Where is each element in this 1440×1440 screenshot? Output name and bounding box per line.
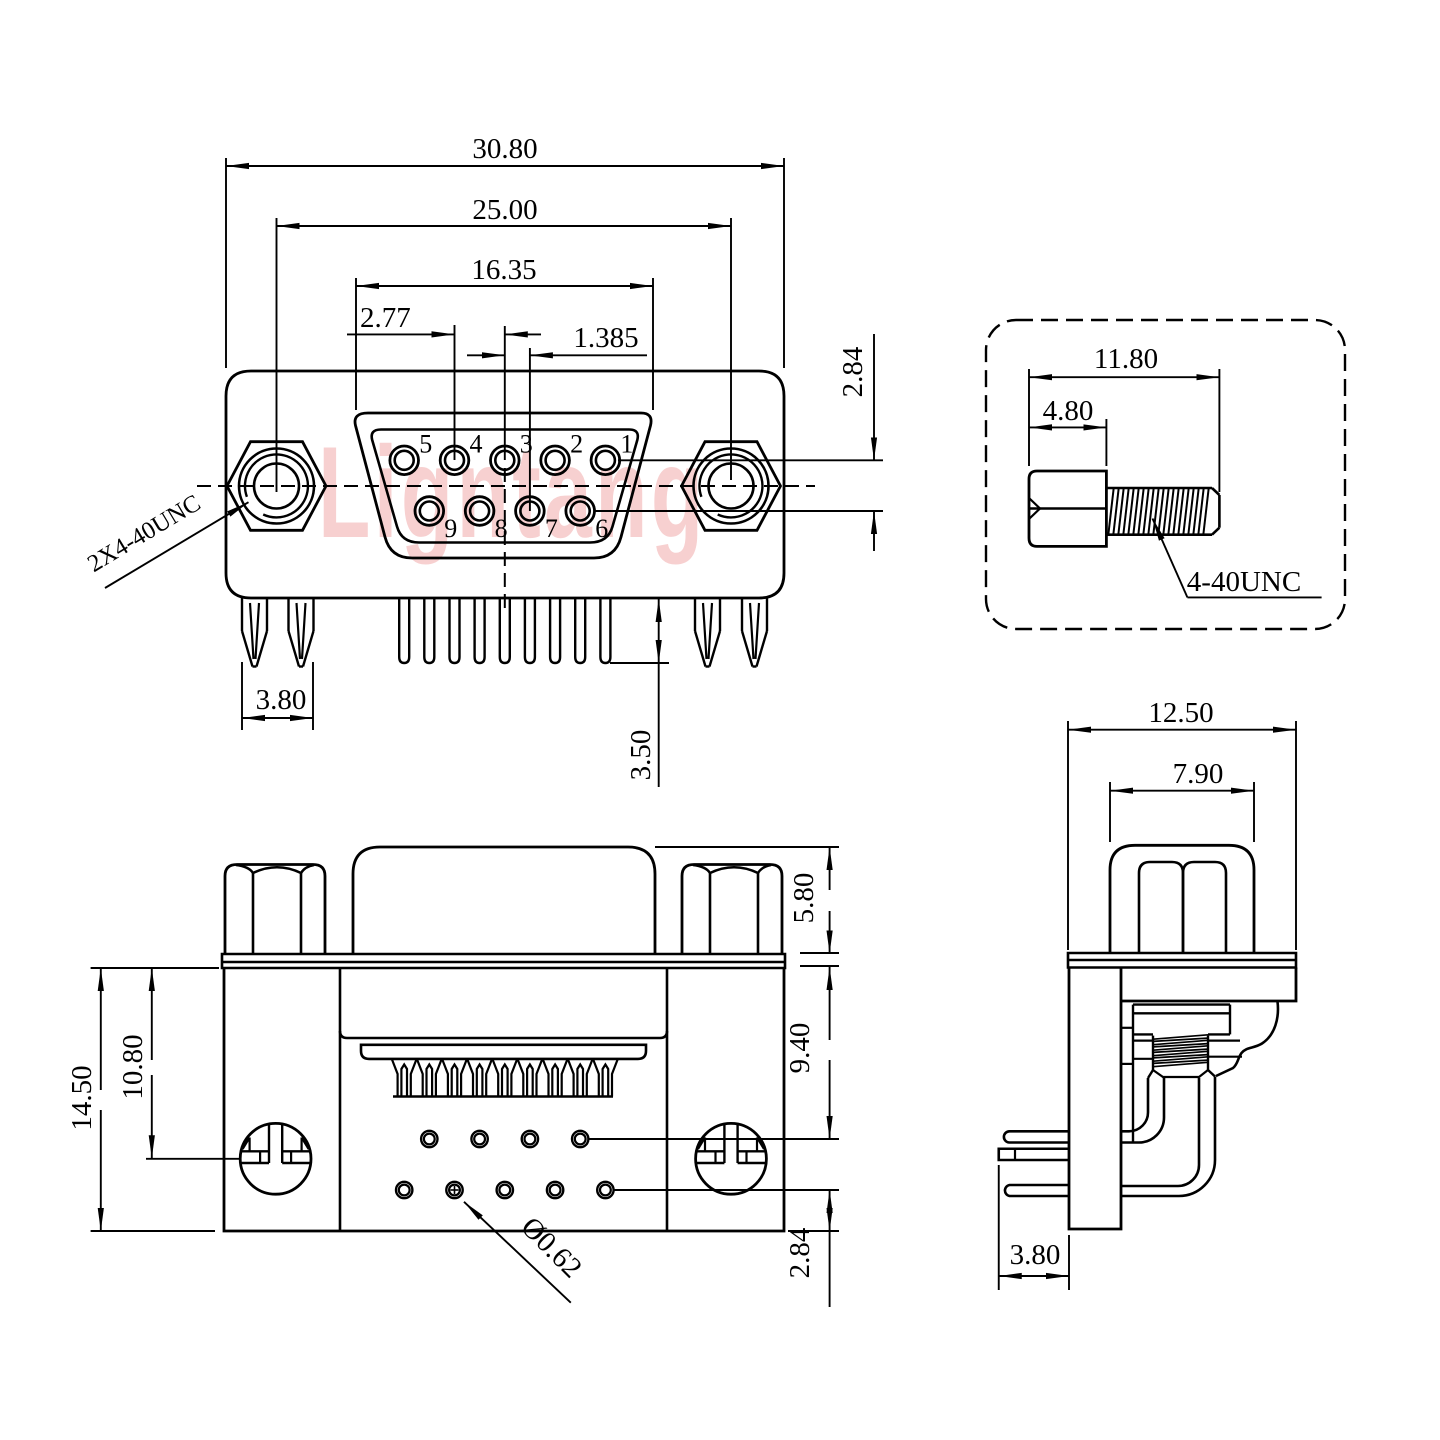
svg-text:25.00: 25.00 bbox=[472, 194, 537, 226]
svg-text:3.80: 3.80 bbox=[1010, 1239, 1061, 1271]
svg-text:4: 4 bbox=[470, 429, 483, 458]
svg-text:11.80: 11.80 bbox=[1094, 343, 1158, 375]
svg-text:7.90: 7.90 bbox=[1173, 758, 1224, 790]
svg-text:1: 1 bbox=[620, 429, 633, 458]
svg-text:5.80: 5.80 bbox=[788, 873, 820, 924]
svg-text:1.385: 1.385 bbox=[573, 322, 638, 354]
svg-text:14.50: 14.50 bbox=[66, 1065, 98, 1130]
svg-text:9.40: 9.40 bbox=[784, 1023, 816, 1074]
svg-text:4.80: 4.80 bbox=[1043, 395, 1094, 427]
svg-text:10.80: 10.80 bbox=[117, 1034, 149, 1099]
svg-text:30.80: 30.80 bbox=[472, 133, 537, 165]
svg-text:2.77: 2.77 bbox=[360, 302, 411, 334]
svg-text:3.50: 3.50 bbox=[625, 730, 657, 781]
svg-text:12.50: 12.50 bbox=[1148, 697, 1213, 729]
svg-text:9: 9 bbox=[444, 514, 457, 543]
svg-text:Ligntang: Ligntang bbox=[318, 420, 707, 565]
svg-text:3.80: 3.80 bbox=[256, 684, 307, 716]
svg-text:4-40UNC: 4-40UNC bbox=[1187, 566, 1301, 598]
svg-text:2: 2 bbox=[570, 429, 583, 458]
svg-text:2.84: 2.84 bbox=[784, 1227, 816, 1278]
svg-text:5: 5 bbox=[419, 429, 432, 458]
svg-text:2.84: 2.84 bbox=[837, 346, 869, 397]
svg-text:16.35: 16.35 bbox=[471, 254, 536, 286]
svg-text:7: 7 bbox=[545, 514, 558, 543]
svg-text:6: 6 bbox=[595, 514, 608, 543]
